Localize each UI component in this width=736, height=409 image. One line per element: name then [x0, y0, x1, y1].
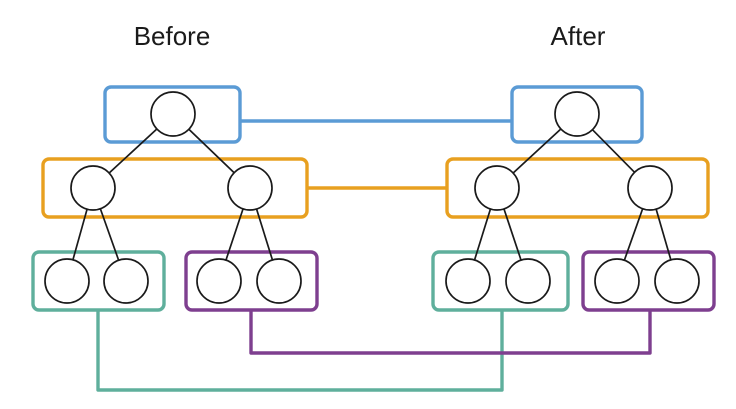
heading-layer: Before After	[134, 21, 606, 51]
group-box-after-leaf-group-b	[581, 250, 716, 312]
tree-edge-e-after-2	[591, 129, 636, 173]
tree-edge-e-before-6	[255, 208, 274, 261]
tree-node-after-leaf-3	[594, 258, 640, 304]
tree-node-after-leaf-4	[654, 258, 700, 304]
tree-edge-e-before-2	[188, 128, 235, 174]
tree-node-after-leaf-1	[445, 258, 491, 304]
tree-node-layer	[44, 91, 700, 304]
tree-node-after-leaf-2	[505, 258, 551, 304]
tree-edge-e-before-3	[72, 208, 88, 261]
group-box-level-root	[510, 85, 644, 144]
tree-edge-e-after-5	[623, 208, 644, 261]
group-box-before-leaf-group-b	[184, 250, 319, 312]
tree-node-before-leaf-4	[256, 258, 302, 304]
tree-node-before-mid-left	[70, 165, 116, 211]
tree-node-before-leaf-2	[103, 258, 149, 304]
group-box-level-mid	[41, 157, 309, 219]
group-box-layer	[31, 85, 716, 312]
group-link-layer	[96, 119, 652, 392]
group-box-before-leaf-group-a	[31, 250, 166, 312]
tree-node-after-root	[554, 91, 600, 137]
group-box-level-root	[103, 85, 242, 144]
tree-node-before-root	[150, 91, 196, 137]
tree-edge-e-after-4	[503, 208, 522, 261]
tree-edge-e-before-4	[99, 208, 120, 261]
tree-node-after-mid-right	[627, 165, 673, 211]
group-box-level-mid	[445, 157, 710, 219]
tree-edge-layer	[72, 128, 672, 261]
left-leaf-group-link	[96, 310, 504, 392]
tree-edge-e-after-6	[655, 208, 672, 261]
tree-node-before-leaf-1	[44, 258, 90, 304]
tree-node-after-mid-left	[474, 165, 520, 211]
tree-edge-e-after-1	[512, 128, 562, 174]
group-box-after-leaf-group-a	[431, 250, 570, 312]
tree-edge-e-before-1	[108, 128, 158, 174]
tree-node-before-leaf-3	[196, 258, 242, 304]
tree-node-before-mid-right	[227, 165, 273, 211]
tree-edge-e-before-5	[225, 208, 244, 261]
tree-edge-e-after-3	[473, 208, 492, 261]
heading-after: After	[551, 21, 606, 51]
right-leaf-group-link	[249, 310, 652, 355]
heading-before: Before	[134, 21, 211, 51]
